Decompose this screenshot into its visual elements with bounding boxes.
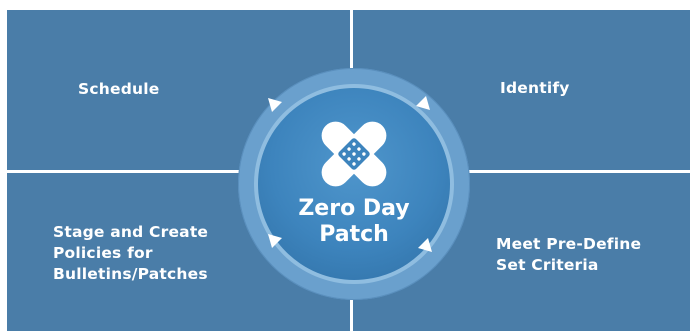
step-identify-label: Identify [500, 79, 570, 97]
arrow-down-right-icon [416, 96, 430, 110]
step-meet-criteria-label: Meet Pre-Define Set Criteria [496, 235, 642, 274]
arrow-down-right-icon [418, 238, 432, 252]
arrow-up-left-icon [268, 98, 282, 112]
bandage-icon [321, 121, 387, 187]
arrow-up-left-icon [268, 234, 282, 248]
step-schedule-label: Schedule [78, 80, 160, 98]
center-title: Zero Day Patch [298, 196, 410, 247]
step-stage-policies-label: Stage and Create Policies for Bulletins/… [53, 223, 209, 283]
